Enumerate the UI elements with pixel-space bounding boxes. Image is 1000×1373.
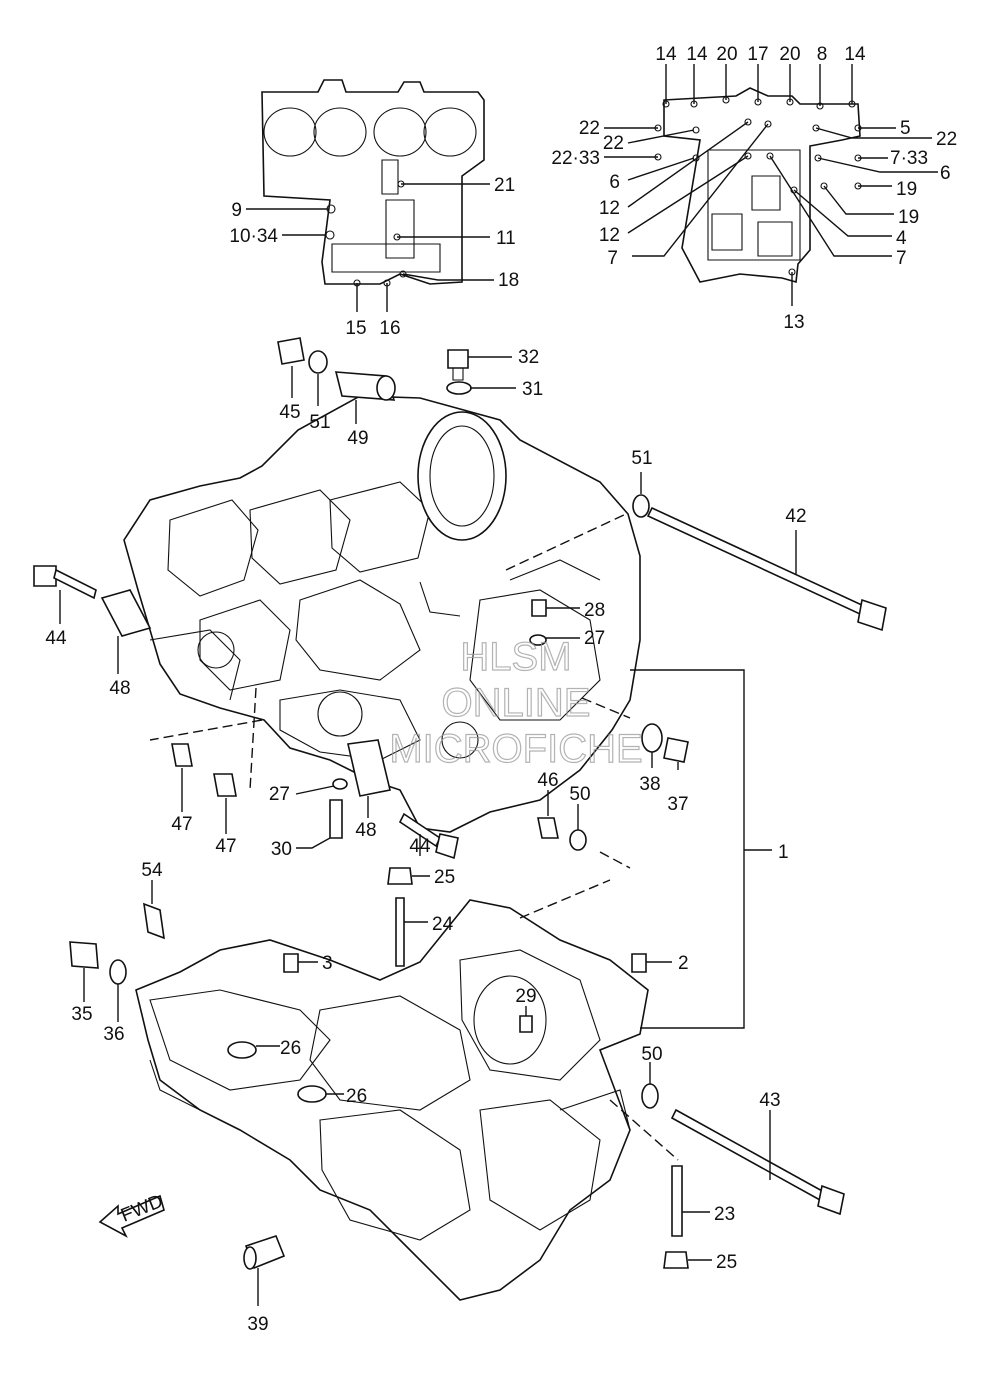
callout-16: 16 [379, 318, 400, 339]
callout-31: 31 [522, 379, 543, 400]
callout-5: 5 [900, 118, 911, 139]
callout-1: 1 [778, 842, 789, 863]
watermark-line-2: ONLINE [442, 681, 591, 725]
callout-14: 14 [686, 44, 708, 65]
callout-27: 27 [584, 628, 605, 649]
callout-7: 7 [896, 248, 907, 269]
callout-7-33: 7·33 [890, 148, 928, 169]
callout-6: 6 [609, 172, 620, 193]
callout-47: 47 [171, 814, 192, 835]
callout-6: 6 [940, 163, 951, 184]
callout-35: 35 [71, 1004, 92, 1025]
callout-7: 7 [607, 248, 618, 269]
watermark: HLSM ONLINE MICROFICHE [389, 634, 644, 771]
callout-25: 25 [434, 867, 455, 888]
callout-19: 19 [896, 179, 917, 200]
callout-22: 22 [936, 129, 957, 150]
upper-crankcase-inset [261, 79, 485, 287]
callout-29: 29 [515, 986, 536, 1007]
callout-51: 51 [309, 412, 330, 433]
callout-21: 21 [494, 175, 515, 196]
callout-48: 48 [109, 678, 130, 699]
fwd-label: FWD [118, 1191, 166, 1227]
callout-54: 54 [141, 860, 163, 881]
callout-3: 3 [322, 953, 333, 974]
callout-26: 26 [280, 1038, 301, 1059]
fwd-arrow: FWD [98, 1191, 166, 1238]
callout-51: 51 [631, 448, 652, 469]
callout-12: 12 [599, 198, 620, 219]
callout-26: 26 [346, 1086, 367, 1107]
upper-crankcase [123, 395, 641, 833]
leader-lines [59, 64, 938, 1306]
callout-25: 25 [716, 1252, 737, 1273]
lower-crankcase [135, 899, 649, 1301]
callout-11: 11 [496, 228, 516, 249]
callout-12: 12 [599, 225, 620, 246]
callout-39: 39 [247, 1314, 268, 1335]
callout-10-34: 10·34 [229, 226, 278, 247]
callout-22-33: 22·33 [551, 148, 600, 169]
callout-22: 22 [603, 133, 624, 154]
callout-44: 44 [45, 628, 67, 649]
callout-45: 45 [279, 402, 300, 423]
callout-27: 27 [269, 784, 290, 805]
callout-43: 43 [759, 1090, 780, 1111]
watermark-line-1: HLSM [460, 635, 571, 679]
lower-crankcase-inset [654, 87, 862, 284]
callout-23: 23 [714, 1204, 735, 1225]
small-parts [33, 337, 887, 1270]
callout-19: 19 [898, 207, 919, 228]
callout-44: 44 [409, 836, 431, 857]
callout-38: 38 [639, 774, 660, 795]
callout-36: 36 [103, 1024, 124, 1045]
callout-22: 22 [579, 118, 600, 139]
callout-17: 17 [747, 44, 768, 65]
callout-30: 30 [271, 839, 292, 860]
callout-13: 13 [783, 312, 804, 333]
callout-50: 50 [569, 784, 590, 805]
callout-24: 24 [432, 914, 454, 935]
callout-20: 20 [779, 44, 800, 65]
watermark-line-3: MICROFICHE [389, 727, 642, 771]
callout-4: 4 [896, 228, 907, 249]
callout-2: 2 [678, 953, 689, 974]
callout-14: 14 [844, 44, 866, 65]
callout-9: 9 [231, 200, 242, 221]
callout-15: 15 [345, 318, 366, 339]
callout-8: 8 [817, 44, 828, 65]
callout-20: 20 [716, 44, 737, 65]
callout-18: 18 [498, 270, 519, 291]
callout-42: 42 [785, 506, 806, 527]
callout-37: 37 [667, 794, 688, 815]
callout-47: 47 [215, 836, 236, 857]
callout-32: 32 [518, 347, 539, 368]
callout-14: 14 [655, 44, 677, 65]
callout-labels: 14 14 20 17 20 8 14 22 22 22·33 6 12 12 … [45, 44, 957, 1335]
callout-28: 28 [584, 600, 605, 621]
callout-48: 48 [355, 820, 376, 841]
callout-46: 46 [537, 770, 558, 791]
callout-49: 49 [347, 428, 368, 449]
callout-50: 50 [641, 1044, 662, 1065]
